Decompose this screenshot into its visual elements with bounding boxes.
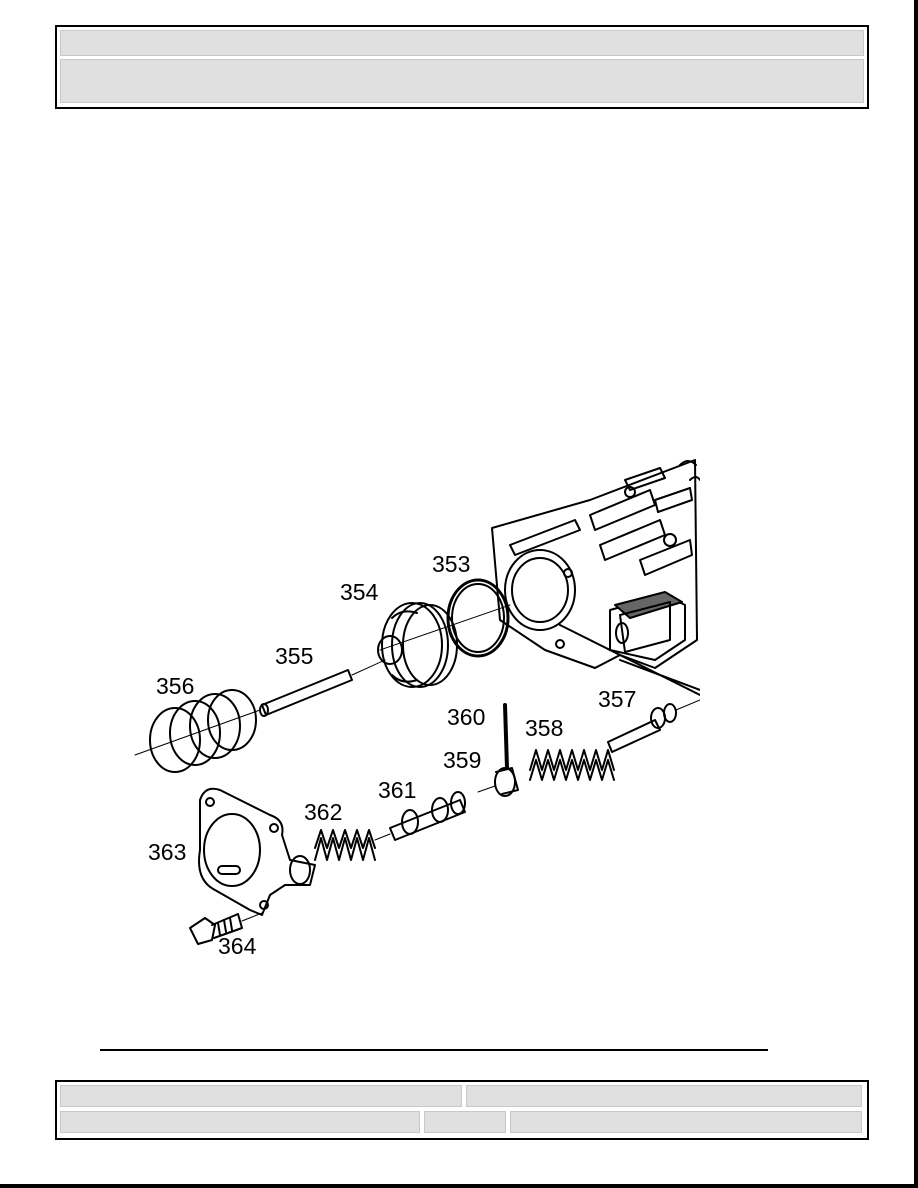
valve-body <box>491 459 700 696</box>
callout-labels: 353 354 355 356 357 358 359 360 361 362 … <box>148 551 636 959</box>
header-subtitle <box>61 60 863 66</box>
callout-361: 361 <box>378 777 416 803</box>
callout-364: 364 <box>218 933 257 959</box>
pin-360 <box>503 703 509 770</box>
footer-cell-right-top <box>466 1085 862 1107</box>
valve-361 <box>389 791 466 841</box>
callout-359: 359 <box>443 747 481 773</box>
callout-358: 358 <box>525 715 563 741</box>
callout-355: 355 <box>275 643 313 669</box>
spring-362 <box>314 829 391 861</box>
header-title <box>61 31 863 37</box>
header-subtitle-bar <box>60 59 864 103</box>
piston-354 <box>377 602 511 688</box>
spring-356 <box>134 689 261 773</box>
bolt-364 <box>189 912 263 945</box>
header-title-bar <box>60 30 864 56</box>
callout-363: 363 <box>148 839 186 865</box>
exploded-parts-diagram: 353 354 355 356 357 358 359 360 361 362 … <box>134 459 700 959</box>
snap-ring-353 <box>446 578 510 658</box>
callout-354: 354 <box>340 579 379 605</box>
footer-cell-middle-bottom <box>424 1111 506 1133</box>
valve-357 <box>607 699 700 753</box>
footer-cell-right-bottom <box>510 1111 862 1133</box>
callout-362: 362 <box>304 799 342 825</box>
page-header <box>55 25 869 109</box>
footer-cell-left-top <box>60 1085 462 1107</box>
callout-356: 356 <box>156 673 194 699</box>
retainer-359 <box>477 767 519 797</box>
footer-cell-left-bottom <box>60 1111 420 1133</box>
footer-divider <box>100 1049 768 1051</box>
page-footer <box>55 1080 869 1140</box>
spring-358 <box>529 749 615 781</box>
cover-363 <box>198 787 316 916</box>
callout-357: 357 <box>598 686 636 712</box>
callout-360: 360 <box>447 704 485 730</box>
callout-353: 353 <box>432 551 470 577</box>
